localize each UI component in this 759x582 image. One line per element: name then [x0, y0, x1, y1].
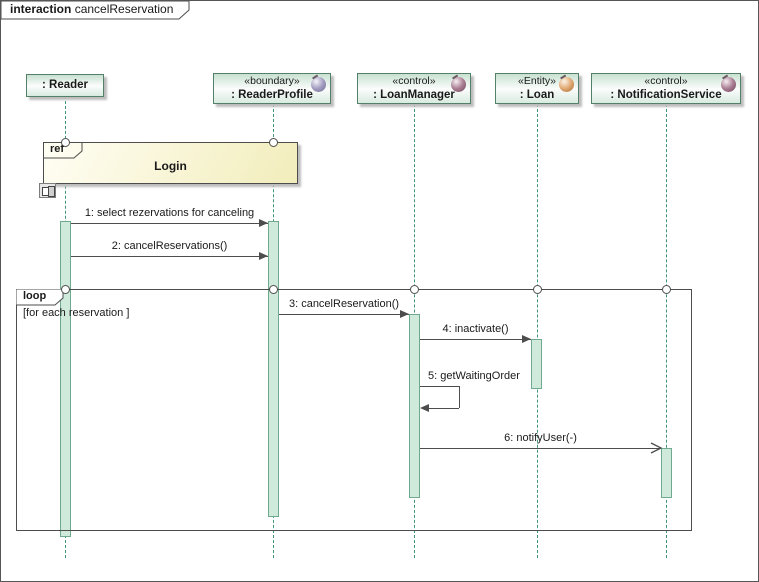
- lifeline-crossing-circle: [61, 285, 70, 294]
- control-icon: [721, 77, 736, 92]
- lifeline-crossing-circle: [61, 138, 70, 147]
- lifeline-name: : Reader: [41, 79, 89, 92]
- lifeline-head-readerprofile[interactable]: «boundary» : ReaderProfile: [213, 73, 331, 104]
- activation-loan[interactable]: [531, 339, 542, 389]
- message-6-open-arrowhead-icon: [650, 442, 662, 454]
- lifeline-name: : LoanManager: [373, 88, 455, 101]
- ref-body-text: Login: [154, 159, 187, 173]
- lifeline-name: : ReaderProfile: [231, 88, 313, 101]
- lifeline-name: : NotificationService: [610, 88, 722, 101]
- message-2-label[interactable]: 2: cancelReservations(): [111, 240, 228, 252]
- title-tab-shape: [1, 1, 190, 20]
- message-1-line[interactable]: [71, 223, 268, 224]
- diagram-shortcut-icon[interactable]: [39, 183, 56, 198]
- lifeline-head-loanmanager[interactable]: «control» : LoanManager: [357, 73, 471, 104]
- message-6-label[interactable]: 6: notifyUser(-): [504, 432, 577, 444]
- lifeline-crossing-circle: [533, 285, 542, 294]
- boundary-icon: [311, 77, 326, 92]
- lifeline-loan[interactable]: [537, 104, 538, 558]
- message-5-line-bottom[interactable]: [429, 408, 459, 409]
- message-1-arrowhead-icon: [259, 219, 268, 227]
- message-5-arrowhead-icon: [420, 404, 429, 412]
- message-4-line[interactable]: [420, 339, 531, 340]
- ref-fragment-login[interactable]: ref Login: [43, 142, 298, 184]
- message-4-label[interactable]: 4: inactivate(): [442, 323, 509, 335]
- loop-operator-text: loop: [23, 290, 47, 302]
- lifeline-head-reader[interactable]: : Reader: [26, 74, 104, 97]
- stereotype-label: «Entity»: [518, 74, 556, 87]
- lifeline-crossing-circle: [662, 285, 671, 294]
- message-3-line[interactable]: [279, 314, 409, 315]
- loop-guard: [for each reservation ]: [23, 307, 130, 319]
- lifeline-crossing-circle: [269, 138, 278, 147]
- lifeline-head-notificationservice[interactable]: «control» : NotificationService: [591, 73, 741, 104]
- diagram-title-tab[interactable]: interaction cancelReservation: [1, 1, 191, 20]
- activation-reader[interactable]: [60, 221, 71, 537]
- activation-readerprofile[interactable]: [268, 221, 279, 517]
- lifeline-crossing-circle: [410, 285, 419, 294]
- message-3-arrowhead-icon: [400, 310, 409, 318]
- message-2-arrowhead-icon: [259, 252, 268, 260]
- message-5-line-right[interactable]: [459, 386, 460, 408]
- message-2-line[interactable]: [71, 256, 268, 257]
- stereotype-label: «control»: [644, 74, 688, 87]
- entity-icon: [559, 77, 574, 92]
- activation-notificationservice[interactable]: [661, 448, 672, 498]
- lifeline-notificationservice[interactable]: [666, 104, 667, 558]
- stereotype-label: «boundary»: [244, 74, 300, 87]
- message-4-arrowhead-icon: [522, 335, 531, 343]
- message-5-label[interactable]: 5: getWaitingOrder: [428, 370, 520, 382]
- control-icon: [451, 77, 466, 92]
- ref-operator-text: ref: [50, 143, 65, 155]
- title-keyword: interaction: [10, 2, 72, 16]
- activation-loanmanager[interactable]: [409, 314, 420, 498]
- lifeline-head-loan[interactable]: «Entity» : Loan: [495, 73, 579, 104]
- message-3-label[interactable]: 3: cancelReservation(): [288, 298, 400, 310]
- diagram-title: interaction cancelReservation: [10, 2, 173, 16]
- lifeline-crossing-circle: [269, 285, 278, 294]
- message-5-line-top[interactable]: [420, 386, 459, 387]
- lifeline-name: : Loan: [519, 88, 555, 101]
- stereotype-label: «control»: [392, 74, 436, 87]
- title-name: cancelReservation: [74, 2, 174, 16]
- message-1-label[interactable]: 1: select rezervations for canceling: [84, 207, 255, 219]
- loop-fragment[interactable]: loop [for each reservation ]: [16, 289, 692, 531]
- message-6-line[interactable]: [420, 448, 661, 449]
